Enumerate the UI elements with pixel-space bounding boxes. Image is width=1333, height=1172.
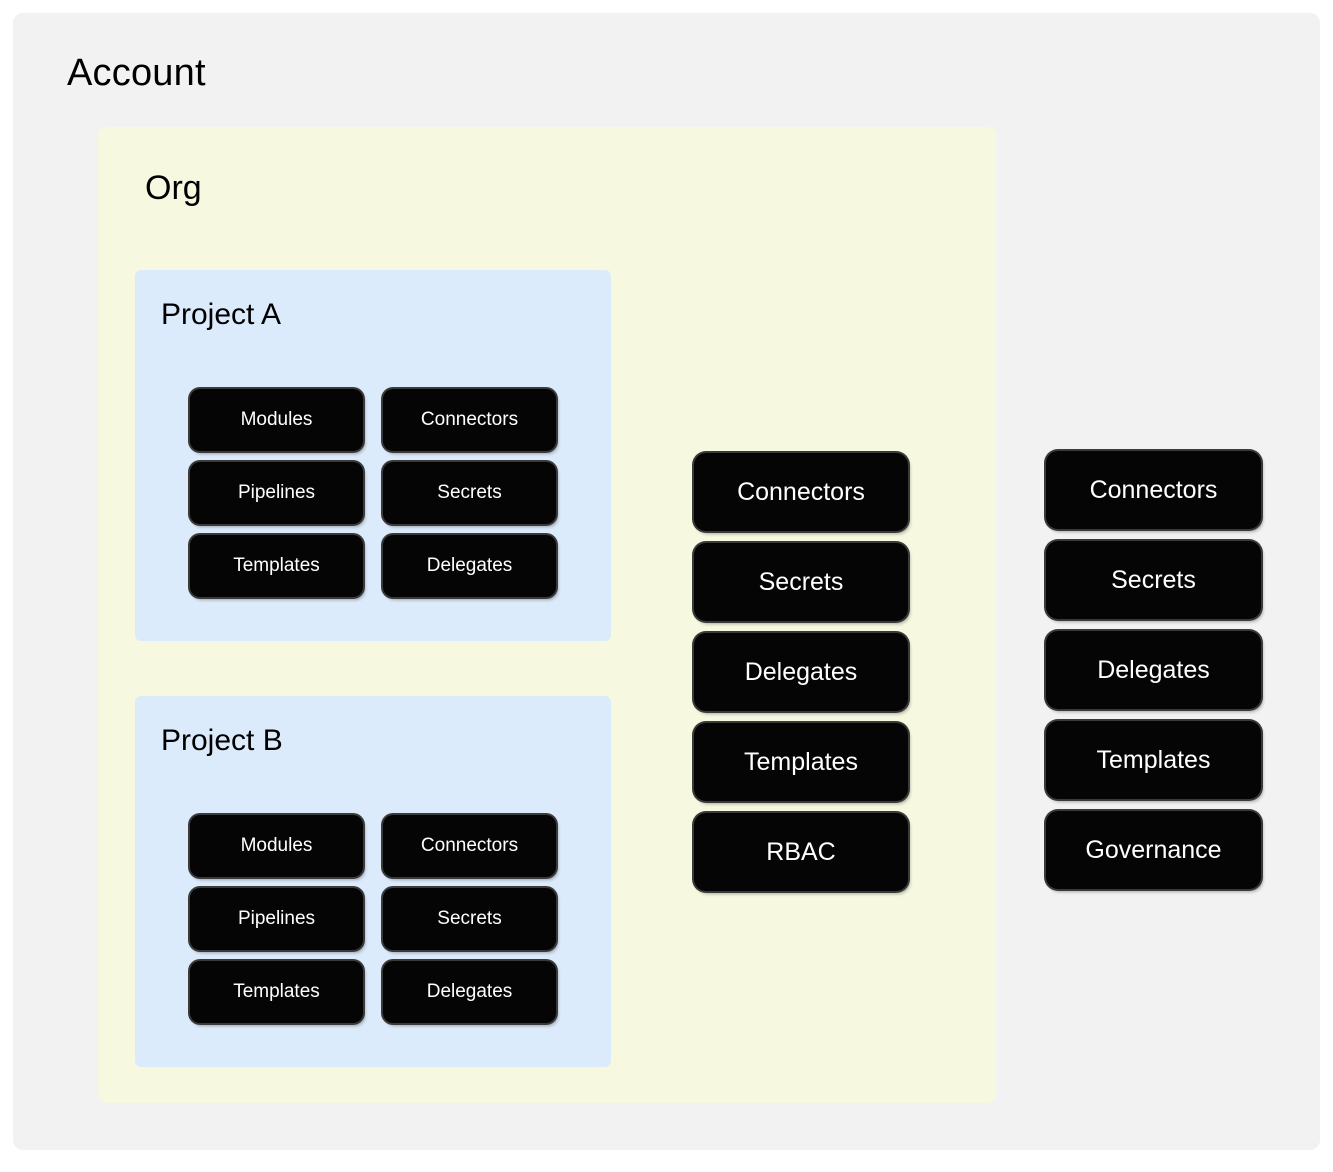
org-item-templates[interactable]: Templates [694,723,908,801]
project-a-item-secrets[interactable]: Secrets [383,462,556,524]
project-b-item-modules[interactable]: Modules [190,815,363,877]
project-a-item-delegates[interactable]: Delegates [383,535,556,597]
project-b-scope-items: Modules Connectors Pipelines Secrets Tem… [190,815,556,1023]
project-b-item-connectors[interactable]: Connectors [383,815,556,877]
project-b-item-delegates[interactable]: Delegates [383,961,556,1023]
account-canvas: Account Org Project A Modules Connectors… [13,13,1320,1150]
project-b-item-secrets[interactable]: Secrets [383,888,556,950]
account-scope-title: Account [67,52,206,94]
project-a-container: Project A Modules Connectors Pipelines S… [135,270,611,641]
account-item-delegates[interactable]: Delegates [1046,631,1261,709]
org-item-connectors[interactable]: Connectors [694,453,908,531]
project-a-item-modules[interactable]: Modules [190,389,363,451]
org-scope-items: Connectors Secrets Delegates Templates R… [694,453,908,891]
account-item-templates[interactable]: Templates [1046,721,1261,799]
org-item-secrets[interactable]: Secrets [694,543,908,621]
project-b-item-pipelines[interactable]: Pipelines [190,888,363,950]
account-item-secrets[interactable]: Secrets [1046,541,1261,619]
project-a-item-pipelines[interactable]: Pipelines [190,462,363,524]
project-a-item-templates[interactable]: Templates [190,535,363,597]
account-scope-items: Connectors Secrets Delegates Templates G… [1046,451,1261,889]
project-a-scope-items: Modules Connectors Pipelines Secrets Tem… [190,389,556,597]
org-item-rbac[interactable]: RBAC [694,813,908,891]
org-scope-title: Org [145,169,202,207]
project-a-item-connectors[interactable]: Connectors [383,389,556,451]
project-b-container: Project B Modules Connectors Pipelines S… [135,696,611,1067]
project-b-title: Project B [161,724,283,757]
project-a-title: Project A [161,298,282,331]
account-item-governance[interactable]: Governance [1046,811,1261,889]
org-item-delegates[interactable]: Delegates [694,633,908,711]
project-b-item-templates[interactable]: Templates [190,961,363,1023]
account-item-connectors[interactable]: Connectors [1046,451,1261,529]
